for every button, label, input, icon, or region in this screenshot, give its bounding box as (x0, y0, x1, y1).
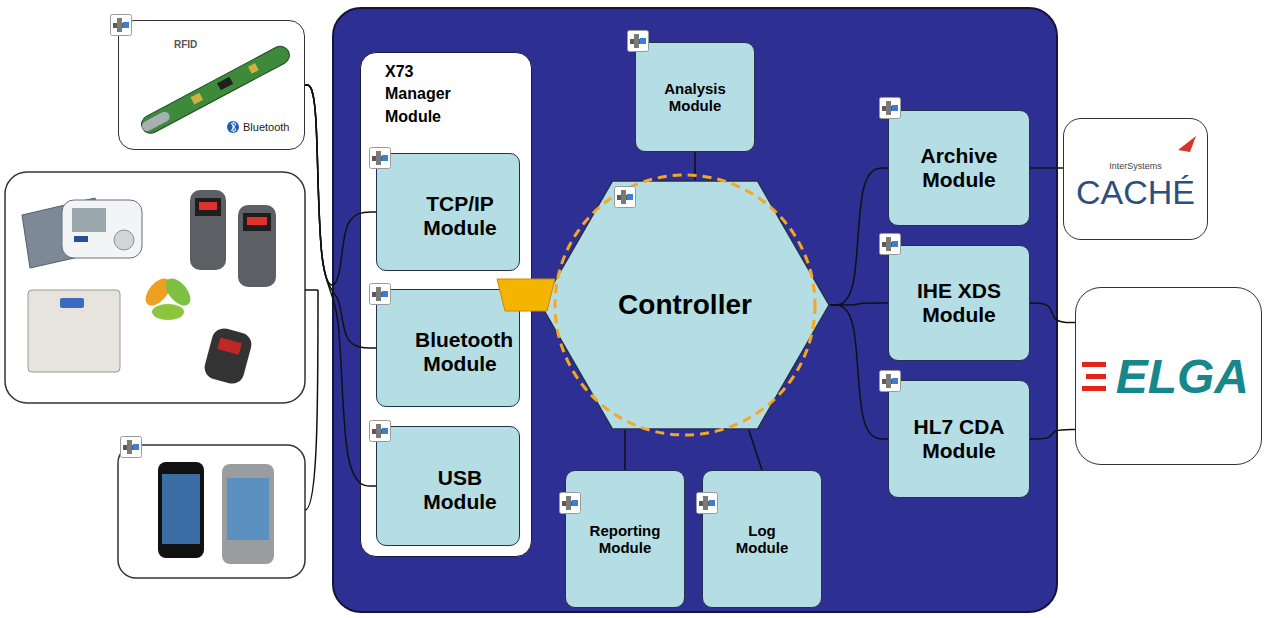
module-box: Archive Module (888, 110, 1030, 226)
connector-line (1030, 429, 1075, 439)
logo-box: InterSystemsCACHÉ (1063, 118, 1208, 240)
module-box: USB Module (376, 426, 520, 546)
device-label: Bluetooth (243, 121, 289, 134)
node-label: Controller (618, 289, 752, 321)
bluetooth-symbol (227, 121, 239, 133)
node-label: Log Module (736, 522, 789, 557)
connector-line (1030, 167, 1063, 169)
module-icons (111, 15, 901, 514)
elga-stripes (1082, 362, 1106, 391)
node-label: Reporting Module (590, 522, 661, 557)
module-box: Bluetooth Module (376, 289, 520, 407)
rfid-pen (138, 43, 292, 136)
node-label: USB Module (415, 466, 505, 514)
medical-devices (5, 172, 305, 403)
node-label: CACHÉ (1076, 172, 1195, 212)
node-label: IHE XDS Module (907, 279, 1011, 327)
cache-swoosh (1178, 136, 1196, 152)
module-box: Reporting Module (565, 470, 685, 608)
node-label: Archive Module (907, 144, 1011, 192)
dashed-ring (555, 175, 815, 435)
node-label: Analysis Module (664, 80, 726, 115)
hexagon-shape (541, 181, 829, 429)
module-box: Log Module (702, 470, 822, 608)
module-box: HL7 CDA Module (888, 380, 1030, 498)
node-label: TCP/IP Module (415, 192, 505, 240)
system-panel (333, 8, 1057, 612)
connector-line (624, 430, 626, 470)
connector-line (749, 430, 762, 470)
module-box: IHE XDS Module (888, 245, 1030, 361)
node-label: InterSystems (1109, 161, 1162, 172)
connector-line (305, 85, 376, 486)
connector-line (1030, 303, 1075, 323)
interface-connector (497, 279, 555, 311)
mobile-phones (118, 445, 305, 578)
group-title: X73 Manager Module (385, 61, 475, 128)
node-label: Bluetooth Module (415, 328, 505, 376)
node-label: HL7 CDA Module (907, 415, 1011, 463)
module-box: TCP/IP Module (376, 153, 520, 271)
module-box: Analysis Module (635, 42, 755, 152)
device-label: RFID (174, 39, 197, 51)
node-label: ELGA (1116, 349, 1249, 404)
device-wires (305, 290, 318, 510)
controller-hexagon: Controller (540, 180, 830, 430)
